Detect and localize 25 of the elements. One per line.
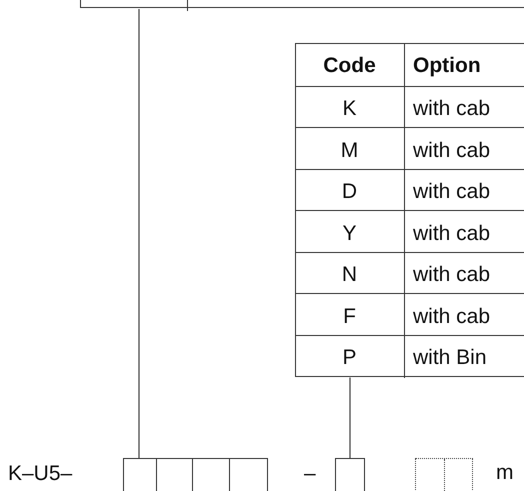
code-value: K	[341, 98, 358, 119]
option-text: with Bin	[413, 347, 487, 368]
option-text: with cab	[413, 140, 490, 160]
code-value: M	[340, 140, 360, 160]
option-text: with cab	[413, 306, 490, 326]
code-entry-boxes	[123, 458, 268, 491]
code-entry-box	[335, 458, 365, 491]
option-text: with cab	[413, 98, 490, 119]
leader-line	[349, 378, 351, 458]
code-value: F	[342, 306, 357, 326]
leader-line	[138, 9, 140, 458]
optional-entry-boxes	[415, 458, 473, 491]
column-header: Option	[413, 55, 481, 76]
code-prefix: K–U5–	[8, 463, 72, 484]
option-text: with cab	[413, 181, 490, 202]
code-table	[295, 43, 524, 376]
code-value: N	[340, 264, 358, 285]
column-header: Code	[322, 55, 377, 76]
code-value: D	[340, 181, 358, 202]
separator-dash: –	[304, 463, 316, 484]
unit-text: m	[496, 462, 514, 483]
code-value: Y	[341, 222, 358, 244]
option-text: with cab	[413, 264, 490, 285]
code-value: P	[341, 347, 358, 368]
option-text: with cab	[413, 222, 490, 244]
